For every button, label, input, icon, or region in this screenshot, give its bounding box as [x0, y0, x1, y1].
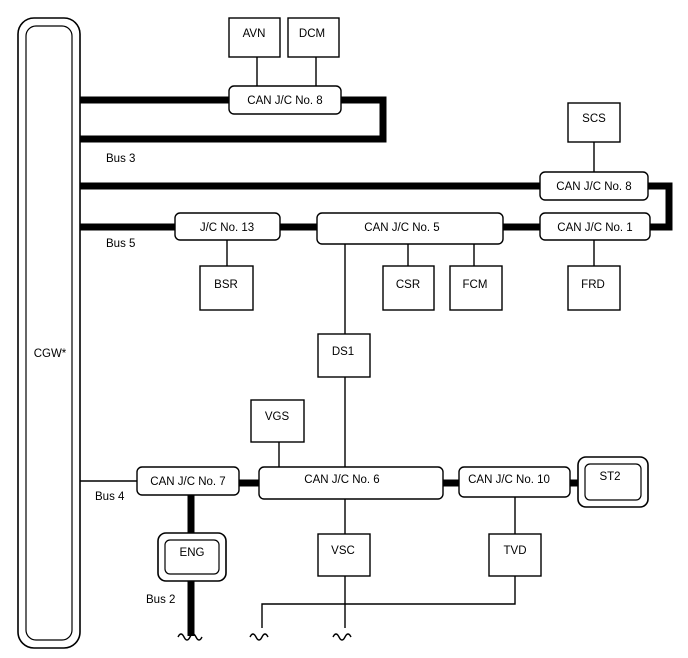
bus-5-label: Bus 5: [106, 238, 135, 250]
junction-can-jc-7: CAN J/C No. 7: [136, 466, 240, 496]
tvd-branch-wire: [261, 576, 516, 628]
break-mark-bus2: [177, 633, 203, 641]
ecu-label: FCM: [463, 279, 488, 291]
junction-label: J/C No. 13: [200, 222, 254, 234]
ecu-scs: SCS: [567, 102, 621, 143]
junction-label: CAN J/C No. 6: [304, 474, 379, 486]
junction-can-jc-6: CAN J/C No. 6: [258, 466, 444, 500]
junction-can-jc-1: CAN J/C No. 1: [539, 212, 651, 241]
bus-4-label: Bus 4: [95, 491, 125, 503]
ecu-label: BSR: [214, 279, 238, 291]
ecu-fcm: FCM: [449, 265, 503, 311]
junction-label: CAN J/C No. 8: [556, 181, 631, 193]
junction-label: CAN J/C No. 1: [557, 222, 632, 234]
ecu-vgs: VGS: [250, 399, 305, 443]
junction-can-jc-8-right: CAN J/C No. 8: [539, 171, 649, 201]
ecu-avn: AVN: [228, 17, 281, 58]
ecu-label: FRD: [581, 279, 605, 291]
junction-label: CAN J/C No. 7: [150, 476, 225, 488]
junction-jc-13: J/C No. 13: [174, 212, 281, 241]
ecu-eng: ENG: [157, 532, 227, 582]
ecu-label: TVD: [504, 545, 527, 557]
break-mark-left: [249, 633, 269, 641]
ecu-frd: FRD: [567, 265, 621, 311]
upper-right-loop-wire: [80, 182, 673, 231]
junction-label: CAN J/C No. 10: [468, 474, 550, 486]
ecu-label: ENG: [180, 547, 205, 559]
ecu-label: DCM: [299, 28, 325, 40]
ecu-label: VSC: [331, 545, 355, 557]
junction-can-jc-5: CAN J/C No. 5: [316, 212, 504, 245]
ecu-label: DS1: [332, 346, 354, 358]
ecu-label: SCS: [582, 113, 606, 125]
junction-label: CAN J/C No. 8: [247, 95, 322, 107]
ecu-ds1: DS1: [317, 333, 371, 378]
ecu-label: CSR: [396, 279, 420, 291]
bus-3-label: Bus 3: [106, 153, 135, 165]
ecu-label: ST2: [599, 471, 620, 483]
ecu-tvd: TVD: [488, 533, 542, 577]
ecu-vsc: VSC: [317, 533, 371, 577]
ecu-csr: CSR: [382, 265, 435, 311]
junction-can-jc-8-top: CAN J/C No. 8: [228, 85, 342, 115]
bus-2-label: Bus 2: [146, 594, 175, 606]
cgw-module: CGW*: [17, 17, 81, 649]
ecu-st2: ST2: [577, 456, 649, 508]
ecu-bsr: BSR: [199, 265, 254, 311]
cgw-label: CGW*: [34, 348, 67, 360]
junction-label: CAN J/C No. 5: [364, 222, 439, 234]
ecu-label: VGS: [265, 411, 290, 423]
ecu-label: AVN: [243, 28, 266, 40]
wire-break-marks: [177, 633, 352, 641]
junction-can-jc-10: CAN J/C No. 10: [458, 466, 571, 498]
ecu-dcm: DCM: [287, 17, 340, 58]
break-mark-vsc: [332, 633, 352, 641]
